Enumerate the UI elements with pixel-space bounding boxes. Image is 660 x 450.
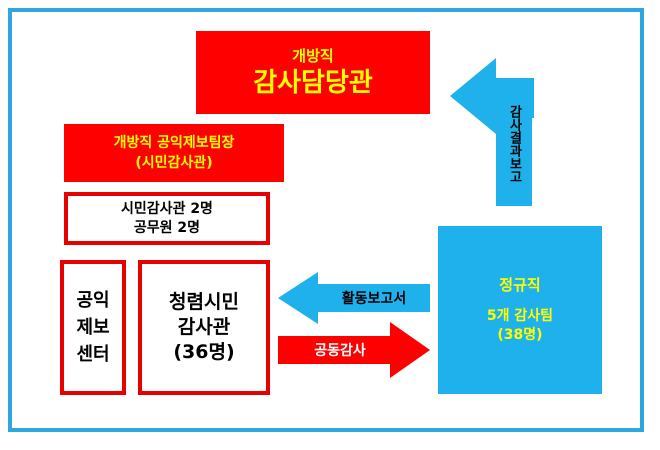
audit-officer-title: 감사담당관	[253, 67, 373, 98]
joint-audit-label: 공동감사	[314, 343, 366, 359]
citizen-auditors-line1: 청렴시민	[169, 291, 239, 313]
result-report-label: 감사결과보고	[506, 105, 522, 183]
staff-line2: 공무원 2명	[133, 219, 201, 236]
audit-officer-box: 개방직 감사담당관	[196, 31, 430, 114]
joint-audit-label-wrap: 공동감사	[290, 336, 390, 364]
report-center-line1: 공익	[76, 290, 110, 311]
audit-team-line1: 5개 감사팀	[486, 308, 554, 324]
staff-box: 시민감사관 2명 공무원 2명	[64, 192, 270, 245]
staff-line1: 시민감사관 2명	[121, 200, 213, 217]
activity-report-arrow	[278, 272, 430, 324]
audit-team-box: 정규직 5개 감사팀 (38명)	[438, 226, 602, 394]
result-report-arrow-join	[494, 78, 534, 118]
team-leader-box: 개방직 공익제보팀장 (시민감사관)	[64, 124, 284, 182]
report-center-line2: 제보	[76, 317, 110, 338]
audit-team-line2: (38명)	[497, 327, 543, 343]
audit-officer-sub: 개방직	[292, 46, 334, 65]
report-center-line3: 센터	[76, 344, 110, 365]
citizen-auditors-line2: 감사관	[177, 316, 231, 338]
citizen-auditors-line3: (36명)	[173, 341, 235, 363]
citizen-auditors-box: 청렴시민 감사관 (36명)	[138, 260, 270, 395]
result-report-arrow-head	[450, 58, 496, 134]
team-leader-line1: 개방직 공익제보팀장	[113, 135, 235, 151]
result-report-label-wrap: 감사결과보고	[496, 82, 532, 206]
report-center-box: 공익 제보 센터	[60, 260, 126, 395]
audit-team-title: 정규직	[499, 276, 541, 294]
diagram-frame	[8, 8, 644, 432]
team-leader-line2: (시민감사관)	[135, 155, 213, 171]
activity-report-label: 활동보고서	[341, 291, 407, 307]
activity-report-label-wrap: 활동보고서	[318, 284, 430, 312]
joint-audit-arrow	[278, 322, 430, 378]
